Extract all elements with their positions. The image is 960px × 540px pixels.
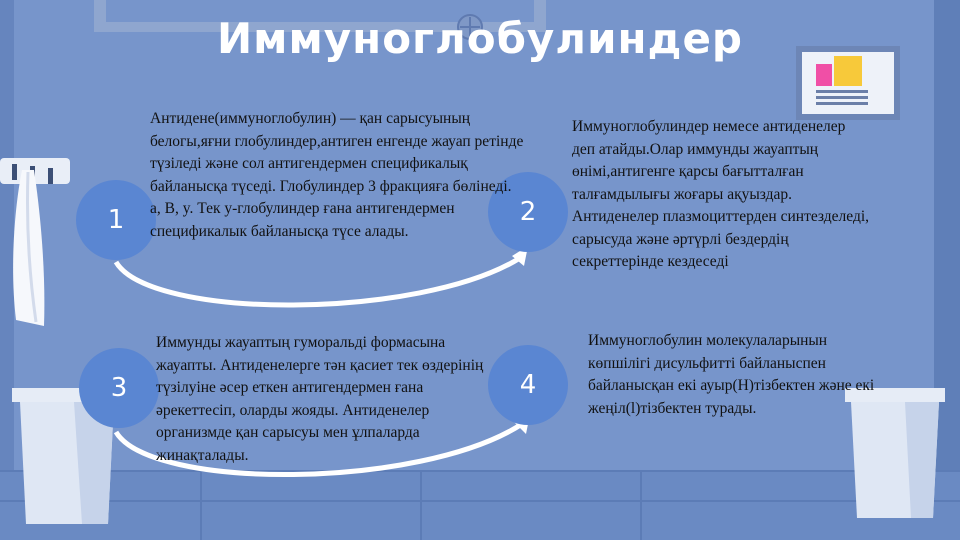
text-block-4: Иммуноглобулин молекулаларынын көпшілігі… xyxy=(588,332,875,417)
wall-right-edge xyxy=(934,0,960,540)
text-block-3: Иммунды жауаптың гуморальді формасына жа… xyxy=(156,334,484,464)
ceiling-pipe-icon xyxy=(94,0,546,40)
floor-tile-line xyxy=(640,470,642,540)
trash-bin-icon xyxy=(12,388,122,524)
step-badge-1: 1 xyxy=(76,180,156,260)
towel-hook-icon xyxy=(0,158,70,326)
arrow-3-to-4-icon xyxy=(113,421,524,477)
wall-frame-icon xyxy=(796,46,900,120)
floor-tile-line xyxy=(0,500,960,502)
floor-tile-line xyxy=(420,470,422,540)
step-badge-4: 4 xyxy=(488,345,568,425)
arrow-1-to-2-icon xyxy=(113,255,522,308)
floor-edge xyxy=(0,470,960,472)
text-block-1: Антидене(иммуноглобулин) — қан сарысуыны… xyxy=(150,110,524,240)
step-badge-3: 3 xyxy=(79,348,159,428)
text-block-2: Иммуноглобулиндер немесе антиденелер деп… xyxy=(572,118,870,270)
step-badge-2: 2 xyxy=(488,172,568,252)
trash-bin-icon xyxy=(845,388,945,518)
floor xyxy=(0,470,960,540)
floor-tile-line xyxy=(200,470,202,540)
slide-title: Иммуноглобулиндер xyxy=(216,14,743,63)
wall-left-edge xyxy=(0,0,14,540)
